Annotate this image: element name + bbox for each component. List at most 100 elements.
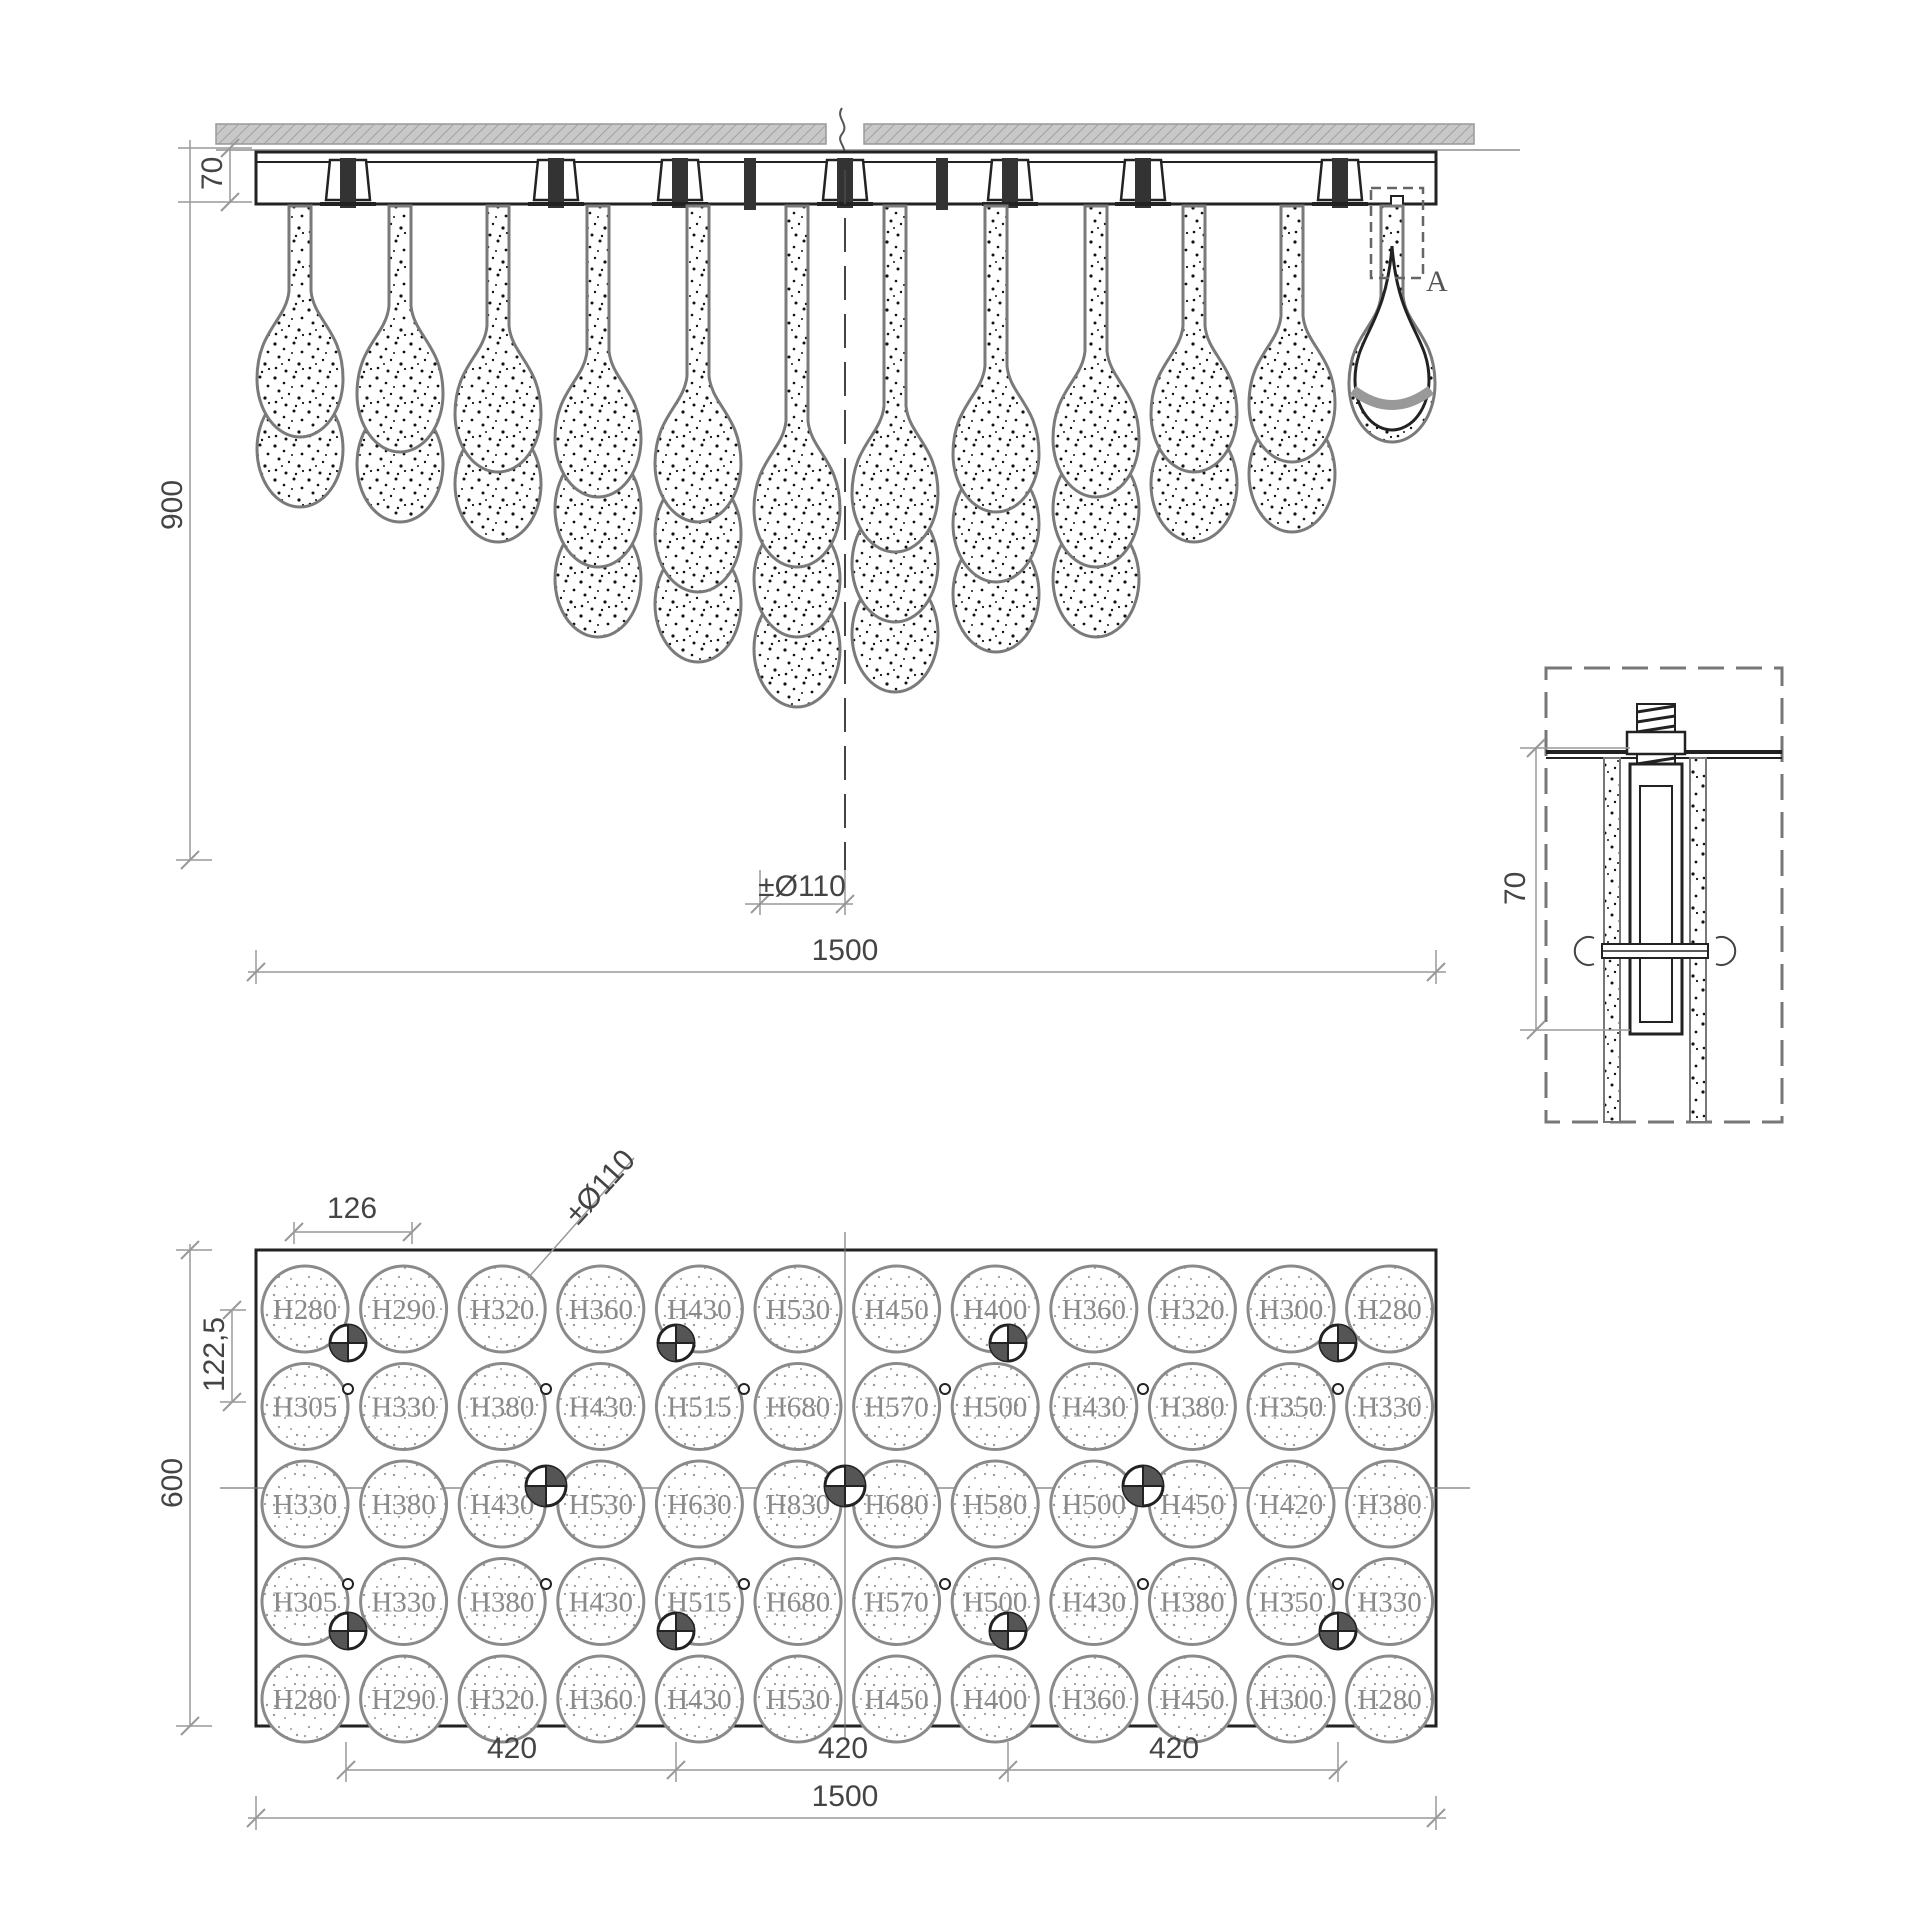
canopy-brackets [320,158,1404,255]
tube-wall-left [1603,757,1621,1123]
plan-cell: H360 [1049,1264,1139,1354]
plan-cell-label: H570 [864,1587,928,1619]
plan-cell-label: H420 [1259,1489,1323,1521]
plan-cell-label: H330 [371,1392,435,1424]
plan-cell-label: H400 [963,1684,1027,1716]
front-elevation-view: A 70 900 ±Ø110 1500 [156,107,1520,984]
hex-nut [1625,730,1687,756]
plan-cell: H330 [359,1362,449,1451]
plan-cell-label: H380 [1160,1587,1224,1619]
plan-cell-label: H580 [963,1489,1027,1521]
plan-cell-label: H530 [766,1294,830,1326]
plan-cell: H430 [556,1557,646,1646]
plan-cell-label: H330 [273,1489,337,1521]
break-symbol [839,107,846,159]
glass-drop [453,204,543,544]
plan-cell: H450 [1147,1459,1237,1549]
plan-cell-label: H680 [766,1587,830,1619]
mount-point-marker [988,1611,1028,1651]
cell-size-label: 126 [327,1192,377,1225]
plan-cell: H350 [1246,1557,1336,1646]
plan-cell-label: H290 [371,1294,435,1326]
plan-cell: H430 [556,1362,646,1451]
plan-cell-label: H320 [470,1684,534,1716]
plan-cell-label: H570 [864,1392,928,1424]
plan-cell: H330 [1345,1362,1435,1451]
plan-mount-points [328,1323,1358,1651]
glass-drop [255,204,345,509]
pivot-point [1332,1578,1344,1590]
plan-cell: H300 [1246,1654,1336,1744]
plan-cell-label: H280 [1357,1294,1421,1326]
pivot-point [540,1383,552,1395]
plan-cell: H430 [654,1654,744,1744]
mount-point-marker [988,1323,1028,1363]
plan-cell: H330 [359,1557,449,1646]
plan-cell-label: H280 [273,1684,337,1716]
plan-cell-label: H430 [569,1392,633,1424]
pivot-point [939,1383,951,1395]
glass-drop [1051,204,1141,639]
mount-point-marker [1318,1323,1358,1363]
plan-cell: H380 [1147,1362,1237,1451]
pivot-point [342,1383,354,1395]
pivot-point [342,1578,354,1590]
plan-cell: H570 [852,1362,942,1451]
plan-cell-label: H500 [963,1587,1027,1619]
glass-drop [553,204,643,639]
plan-cell: H530 [556,1459,646,1549]
canopy-rod [936,158,948,210]
pin-clip-right [1715,936,1737,966]
glass-drop [951,204,1041,654]
plan-cell-label: H380 [371,1489,435,1521]
plan-cell: H280 [1345,1654,1435,1744]
plan-cell: H360 [556,1654,646,1744]
canopy-bracket [1312,158,1368,208]
mount-point-marker [328,1611,368,1651]
plan-cell: H430 [1049,1362,1139,1451]
canopy-bracket [320,158,376,208]
plan-cell-label: H430 [667,1684,731,1716]
plan-cell-label: H430 [569,1587,633,1619]
plan-cell: H280 [260,1264,350,1354]
spacing-label-2: 420 [818,1732,868,1765]
detail-frame [1544,666,1784,1124]
plan-cell-label: H280 [1357,1684,1421,1716]
plan-cell: H320 [457,1654,547,1744]
plan-cell-label: H350 [1259,1587,1323,1619]
plan-cell-label: H320 [1160,1294,1224,1326]
plan-cell-label: H515 [667,1392,731,1424]
plan-cell-label: H330 [371,1587,435,1619]
pivot-point [540,1578,552,1590]
plan-cell-label: H360 [1062,1684,1126,1716]
plan-diameter-label: ±Ø110 [559,1143,642,1230]
plan-cell: H570 [852,1557,942,1646]
mount-point-marker [328,1323,368,1363]
plan-cell: H380 [1345,1459,1435,1549]
plan-cell-label: H530 [766,1684,830,1716]
spacing-label-1: 420 [487,1732,537,1765]
plan-cell: H630 [654,1459,744,1549]
plan-cell: H290 [359,1264,449,1354]
plan-diameter-leader [527,1157,635,1279]
plan-cell: H450 [1147,1654,1237,1744]
pivot-point [738,1383,750,1395]
plan-cell-label: H630 [667,1489,731,1521]
plan-cell-label: H305 [273,1392,337,1424]
glass-drop [752,204,842,709]
plan-cell-label: H380 [1160,1392,1224,1424]
plan-cell: H360 [556,1264,646,1354]
plan-cell: H360 [1049,1654,1139,1744]
plan-cell: H320 [457,1264,547,1354]
plan-cell: H305 [260,1557,350,1646]
plan-cell-label: H305 [273,1587,337,1619]
row-size-label: 122,5 [198,1317,231,1392]
plan-cell: H530 [753,1264,843,1354]
plan-cell: H280 [260,1654,350,1744]
plan-width-label: 1500 [812,1780,879,1813]
plan-cell: H380 [457,1362,547,1451]
plan-cell: H330 [1345,1557,1435,1646]
